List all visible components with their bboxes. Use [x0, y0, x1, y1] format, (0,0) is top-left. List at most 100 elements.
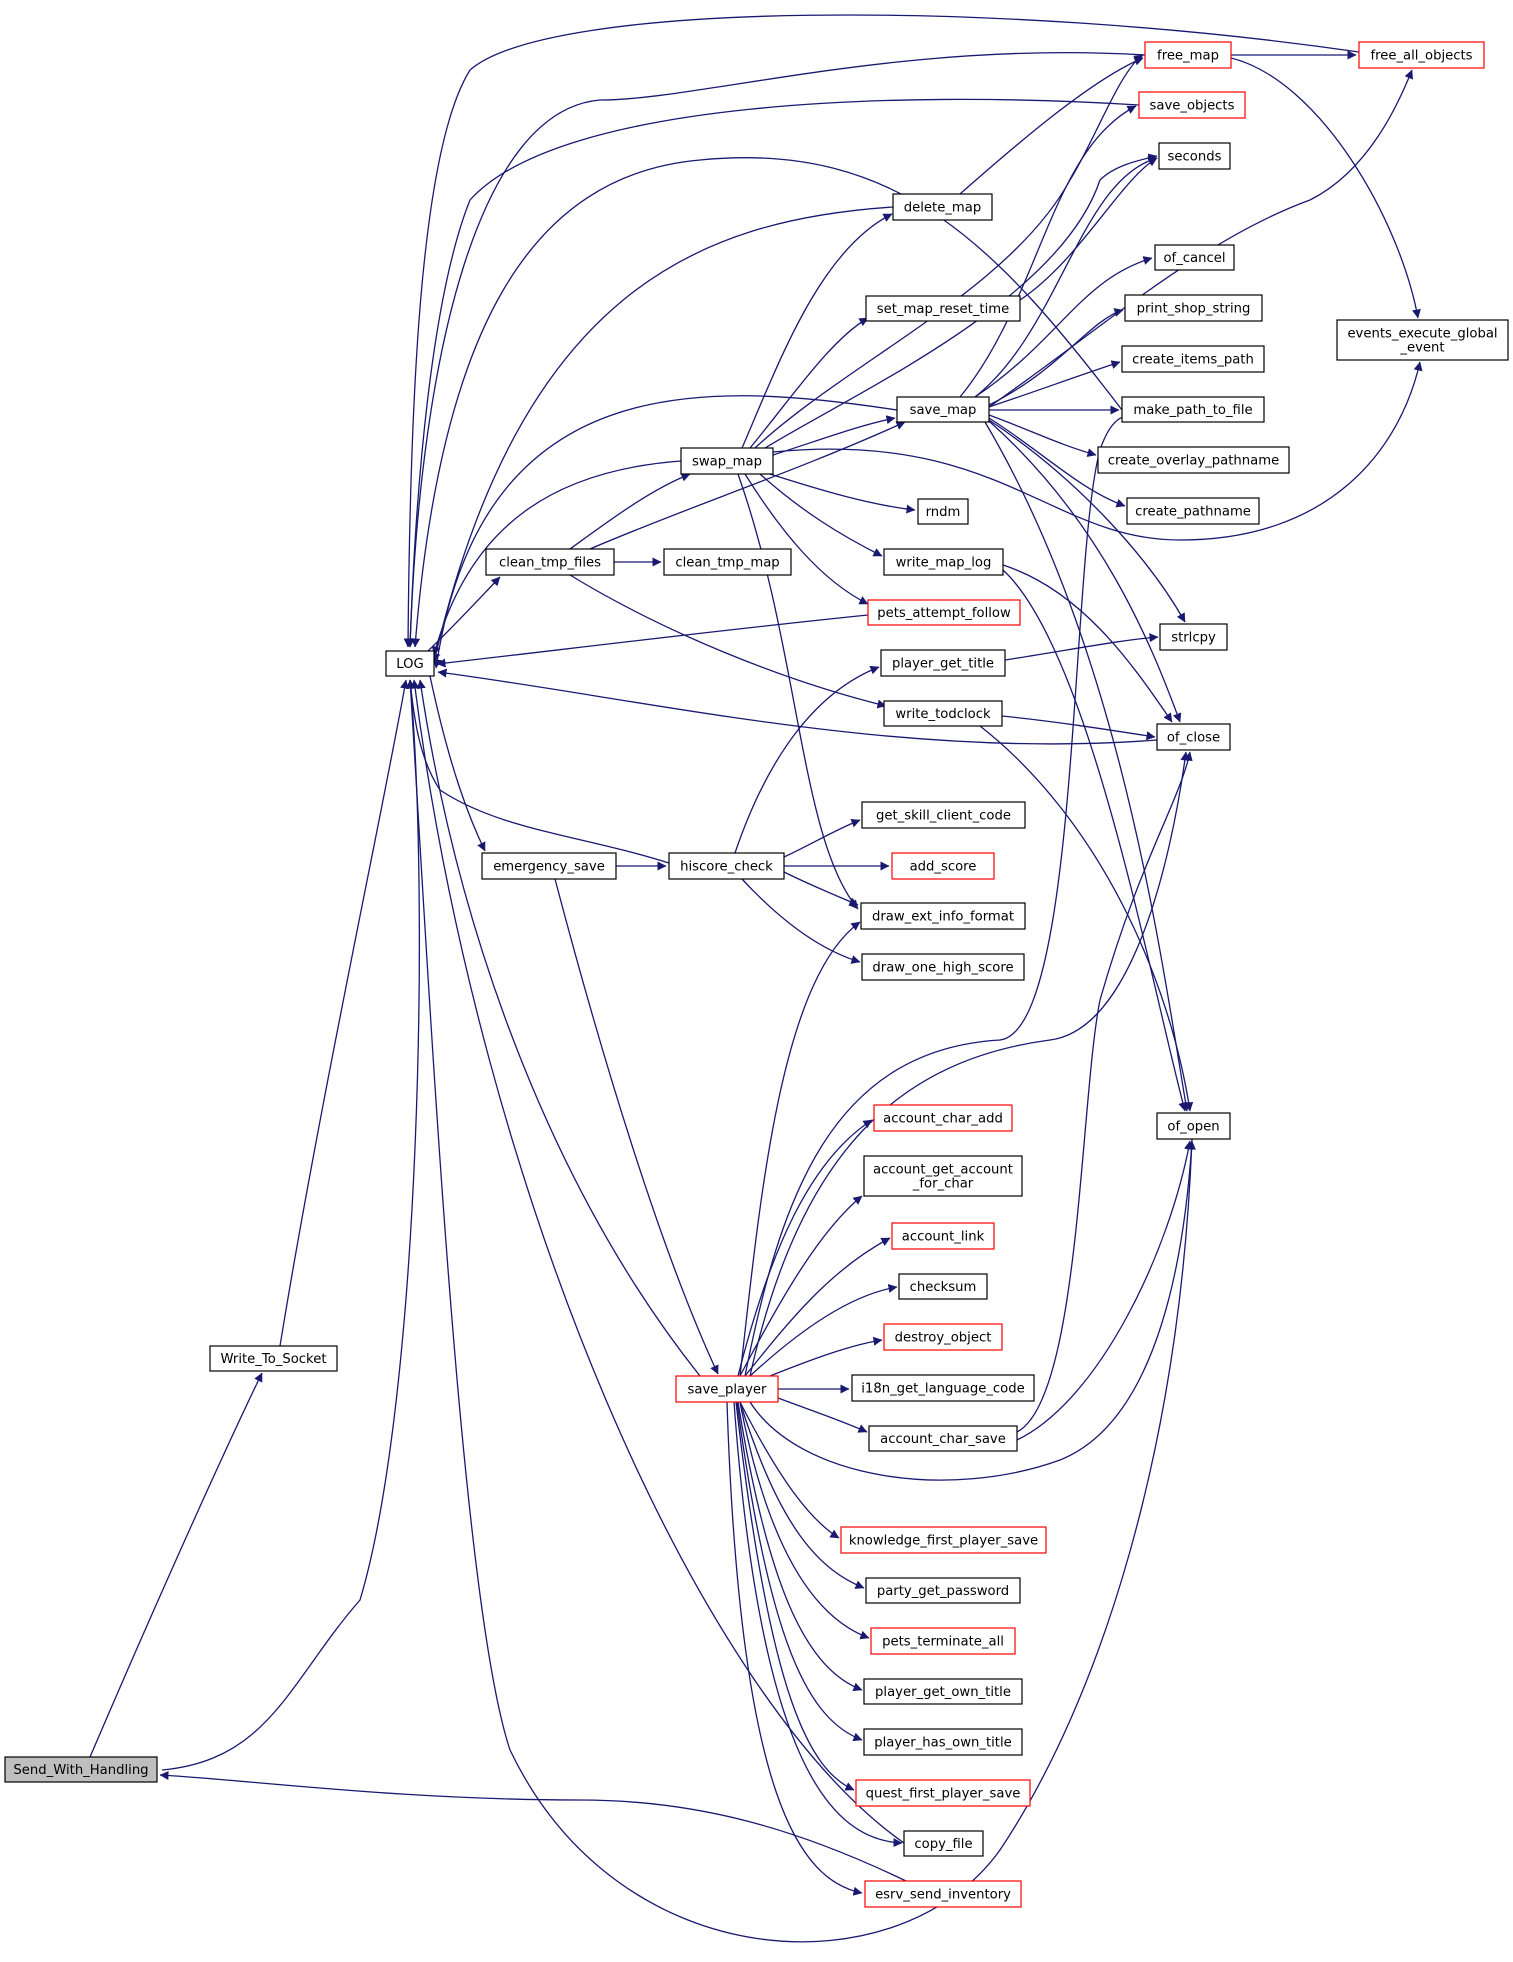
node-label-account_char_add: account_char_add: [883, 1112, 1003, 1127]
node-write_map_log[interactable]: write_map_log: [883, 548, 1004, 576]
node-box-pets_terminate_all: [870, 1627, 1016, 1655]
node-account_get_account_for_char[interactable]: account_get_account_for_char: [863, 1155, 1023, 1197]
node-seconds[interactable]: seconds: [1158, 142, 1231, 170]
node-account_char_save[interactable]: account_char_save: [868, 1425, 1018, 1452]
node-Write_To_Socket[interactable]: Write_To_Socket: [209, 1345, 338, 1372]
node-create_overlay_pathname[interactable]: create_overlay_pathname: [1097, 446, 1290, 474]
node-player_has_own_title[interactable]: player_has_own_title: [863, 1728, 1023, 1756]
node-pets_terminate_all[interactable]: pets_terminate_all: [870, 1627, 1016, 1655]
node-Send_With_Handling[interactable]: Send_With_Handling: [4, 1756, 158, 1783]
node-account_char_add[interactable]: account_char_add: [873, 1104, 1013, 1132]
edge-write_map_log-to-of_close: [1002, 564, 1173, 723]
node-box-of_open: [1156, 1112, 1231, 1140]
node-save_objects[interactable]: save_objects: [1138, 91, 1246, 119]
node-box-save_map: [896, 396, 990, 423]
node-emergency_save[interactable]: emergency_save: [481, 852, 617, 880]
node-box-events_execute_global_event: [1336, 319, 1509, 361]
node-draw_one_high_score[interactable]: draw_one_high_score: [861, 953, 1025, 981]
node-account_link[interactable]: account_link: [891, 1222, 995, 1250]
edge-save_player-to-destroy_object: [769, 1336, 883, 1377]
edge-delete_map-to-free_map: [959, 57, 1144, 195]
node-party_get_password[interactable]: party_get_password: [865, 1577, 1021, 1604]
node-label-write_todclock: write_todclock: [895, 707, 991, 722]
node-of_cancel[interactable]: of_cancel: [1154, 244, 1235, 271]
node-label-free_map: free_map: [1157, 49, 1219, 64]
edge-write_todclock-to-of_close: [1001, 715, 1156, 741]
edge-save_player-to-account_char_save: [777, 1397, 868, 1433]
node-label-save_map: save_map: [910, 403, 977, 418]
edge-swap_map-to-events_execute_global_event: [772, 361, 1423, 541]
node-pets_attempt_follow[interactable]: pets_attempt_follow: [867, 599, 1021, 626]
node-print_shop_string[interactable]: print_shop_string: [1124, 294, 1263, 322]
node-set_map_reset_time[interactable]: set_map_reset_time: [865, 295, 1021, 322]
node-rndm[interactable]: rndm: [917, 498, 969, 525]
node-draw_ext_info_format[interactable]: draw_ext_info_format: [860, 902, 1026, 930]
node-label-rndm: rndm: [926, 505, 961, 520]
node-box-clean_tmp_map: [663, 548, 792, 576]
node-label-pets_attempt_follow: pets_attempt_follow: [877, 606, 1011, 621]
edge-save_map-to-strlcpy: [988, 419, 1186, 623]
node-checksum[interactable]: checksum: [898, 1273, 988, 1300]
node-create_pathname[interactable]: create_pathname: [1126, 497, 1260, 525]
node-swap_map[interactable]: swap_map: [680, 447, 774, 475]
node-events_execute_global_event[interactable]: events_execute_global_event: [1336, 319, 1509, 361]
node-clean_tmp_files[interactable]: clean_tmp_files: [485, 548, 615, 576]
node-save_player[interactable]: save_player: [675, 1375, 779, 1403]
node-free_all_objects[interactable]: free_all_objects: [1358, 41, 1485, 69]
edge-save_map-to-LOG: [432, 395, 898, 669]
node-LOG[interactable]: LOG: [385, 650, 435, 677]
edge-save_objects-to-LOG: [405, 98, 1140, 648]
node-label-of_close: of_close: [1167, 731, 1220, 746]
node-esrv_send_inventory[interactable]: esrv_send_inventory: [864, 1880, 1022, 1908]
node-label-account_char_save: account_char_save: [880, 1432, 1006, 1447]
node-label-draw_ext_info_format: draw_ext_info_format: [872, 910, 1014, 925]
node-strlcpy[interactable]: strlcpy: [1159, 623, 1228, 651]
edge-swap_map-to-delete_map: [741, 213, 893, 449]
node-add_score[interactable]: add_score: [891, 852, 995, 880]
node-label-add_score: add_score: [910, 860, 977, 875]
node-of_close[interactable]: of_close: [1156, 723, 1231, 751]
node-knowledge_first_player_save[interactable]: knowledge_first_player_save: [840, 1526, 1047, 1554]
node-box-save_player: [675, 1375, 779, 1403]
node-copy_file[interactable]: copy_file: [903, 1830, 984, 1857]
node-destroy_object[interactable]: destroy_object: [883, 1323, 1003, 1351]
node-box-Write_To_Socket: [209, 1345, 338, 1372]
node-make_path_to_file[interactable]: make_path_to_file: [1121, 396, 1265, 423]
node-box-create_pathname: [1126, 497, 1260, 525]
edge-save_map-to-free_all_objects: [988, 69, 1414, 408]
edge-save_map-to-seconds: [974, 156, 1158, 398]
node-label-Send_With_Handling: Send_With_Handling: [13, 1763, 148, 1778]
edge-free_map-to-events_execute_global_event: [1230, 57, 1421, 319]
node-box-clean_tmp_files: [485, 548, 615, 576]
node-label-write_map_log: write_map_log: [896, 556, 992, 571]
node-clean_tmp_map[interactable]: clean_tmp_map: [663, 548, 792, 576]
node-box-i18n_get_language_code: [851, 1374, 1035, 1402]
edge-save_map-to-save_objects: [959, 105, 1137, 398]
node-hiscore_check[interactable]: hiscore_check: [668, 852, 785, 880]
node-quest_first_player_save[interactable]: quest_first_player_save: [855, 1779, 1031, 1807]
edge-swap_map-to-free_map: [754, 54, 1144, 449]
node-free_map[interactable]: free_map: [1144, 41, 1232, 69]
edge-free_map-to-LOG: [405, 51, 1146, 648]
node-label-make_path_to_file: make_path_to_file: [1133, 403, 1252, 418]
edge-LOG-to-clean_tmp_files: [427, 576, 501, 652]
node-i18n_get_language_code[interactable]: i18n_get_language_code: [851, 1374, 1035, 1402]
node-write_todclock[interactable]: write_todclock: [883, 700, 1003, 727]
edge-save_map-to-of_open: [984, 421, 1191, 1112]
edge-of_open-to-LOG: [406, 679, 1193, 1943]
edge-swap_map-to-set_map_reset_time: [749, 317, 869, 449]
edge-clean_tmp_files-to-swap_map: [569, 473, 691, 550]
node-label-draw_one_high_score: draw_one_high_score: [872, 961, 1013, 976]
edge-free_all_objects-to-LOG: [403, 14, 1360, 648]
node-save_map[interactable]: save_map: [896, 396, 990, 423]
node-player_get_title[interactable]: player_get_title: [880, 649, 1006, 677]
edge-hiscore_check-to-draw_one_high_score: [741, 878, 861, 964]
node-delete_map[interactable]: delete_map: [892, 193, 993, 221]
node-label-account_link: account_link: [902, 1230, 985, 1245]
node-player_get_own_title[interactable]: player_get_own_title: [863, 1678, 1023, 1705]
node-get_skill_client_code[interactable]: get_skill_client_code: [861, 801, 1026, 829]
node-of_open[interactable]: of_open: [1156, 1112, 1231, 1140]
node-label-player_get_title: player_get_title: [892, 657, 994, 672]
node-create_items_path[interactable]: create_items_path: [1121, 345, 1265, 373]
edge-save_player-to-account_get_account_for_char: [739, 1195, 863, 1377]
